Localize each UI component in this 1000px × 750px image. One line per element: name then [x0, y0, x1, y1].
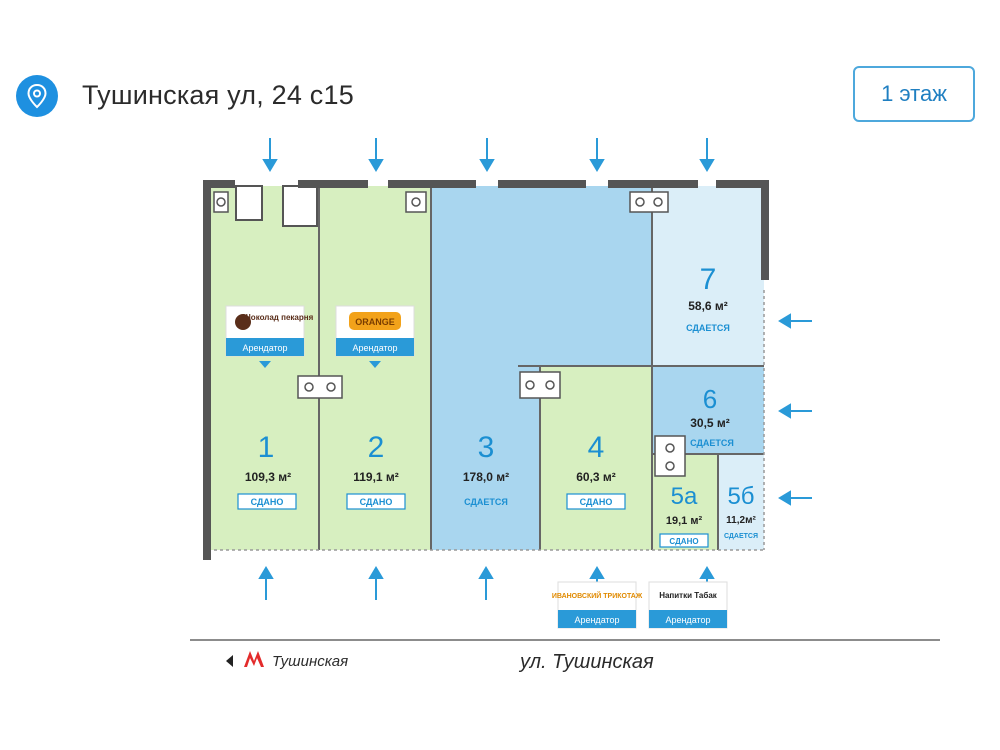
unit-number: 7	[700, 263, 717, 296]
unit-6-label: 6 30,5 м² СДАЕТСЯ	[690, 384, 734, 448]
unit-5b-label: 5б 11,2м² СДАЕТСЯ	[724, 483, 758, 540]
tenant-logo: ИВАНОВСКИЙ ТРИКОТАЖ	[552, 591, 643, 600]
unit-number: 3	[478, 431, 495, 464]
unit-area: 30,5 м²	[690, 416, 730, 430]
unit-number: 2	[368, 431, 385, 464]
unit-2-label: 2 119,1 м² СДАНО	[346, 431, 406, 510]
tenant-card-2: ORANGE Арендатор	[335, 305, 415, 368]
unit-7-label: 7 58,6 м² СДАЕТСЯ	[686, 263, 730, 333]
unit-1[interactable]	[208, 186, 319, 550]
tenant-card-4: Напитки Табак Арендатор	[648, 581, 728, 629]
status-badge: СДАЕТСЯ	[690, 438, 734, 448]
toilet-icon	[519, 371, 561, 399]
unit-area: 60,3 м²	[576, 470, 616, 484]
tenant-card-3: ИВАНОВСКИЙ ТРИКОТАЖ Арендатор	[552, 581, 643, 629]
unit-area: 19,1 м²	[666, 515, 703, 527]
metro-station-label: Тушинская	[272, 653, 348, 670]
tenant-label: Арендатор	[242, 343, 287, 353]
unit-area: 109,3 м²	[245, 470, 291, 484]
tenant-logo: Шоколад пекарня	[243, 313, 314, 322]
tenant-label: Арендатор	[574, 615, 619, 625]
status-badge: СДАНО	[360, 497, 393, 507]
unit-4-label: 4 60,3 м² СДАНО	[566, 431, 626, 510]
unit-3-label: 3 178,0 м² СДАЕТСЯ	[463, 431, 509, 507]
unit-area: 58,6 м²	[688, 299, 728, 313]
unit-1-label: 1 109,3 м² СДАНО	[237, 431, 297, 510]
floor-selector-button[interactable]: 1 этаж	[853, 66, 975, 122]
toilet-icon	[405, 191, 427, 213]
toilet-icon	[297, 375, 343, 399]
entrance-arrow-icon	[258, 566, 715, 600]
unit-5a-label: 5а 19,1 м² СДАНО	[659, 483, 709, 548]
entrance-arrow-icon	[262, 138, 715, 172]
unit-number: 1	[258, 431, 275, 464]
toilet-icon	[629, 191, 669, 213]
entrance-arrow-icon	[778, 313, 812, 506]
tenant-label: Арендатор	[352, 343, 397, 353]
street-name: ул. Тушинская	[518, 651, 654, 673]
unit-5b[interactable]	[718, 454, 764, 550]
status-badge: СДАЕТСЯ	[724, 533, 758, 540]
unit-number: 5а	[671, 483, 698, 510]
unit-area: 178,0 м²	[463, 470, 509, 484]
metro-icon	[226, 651, 264, 667]
unit-area: 11,2м²	[726, 515, 756, 526]
status-badge: СДАНО	[669, 537, 698, 546]
address-title: Тушинская ул, 24 с15	[82, 80, 354, 110]
tenant-logo: ORANGE	[355, 317, 395, 327]
toilet-icon	[213, 191, 229, 213]
unit-number: 5б	[727, 483, 754, 510]
tenant-card-1: Шоколад пекарня Арендатор	[225, 305, 314, 368]
status-badge: СДАНО	[580, 497, 613, 507]
tenant-label: Арендатор	[665, 615, 710, 625]
tenant-logo: Напитки Табак	[659, 591, 718, 600]
status-badge: СДАЕТСЯ	[464, 497, 508, 507]
unit-area: 119,1 м²	[353, 470, 399, 484]
unit-number: 4	[588, 431, 605, 464]
unit-7[interactable]	[652, 186, 764, 366]
status-badge: СДАНО	[251, 497, 284, 507]
status-badge: СДАЕТСЯ	[686, 323, 730, 333]
location-pin-icon	[16, 75, 58, 117]
toilet-icon	[654, 435, 686, 477]
unit-number: 6	[703, 384, 717, 414]
